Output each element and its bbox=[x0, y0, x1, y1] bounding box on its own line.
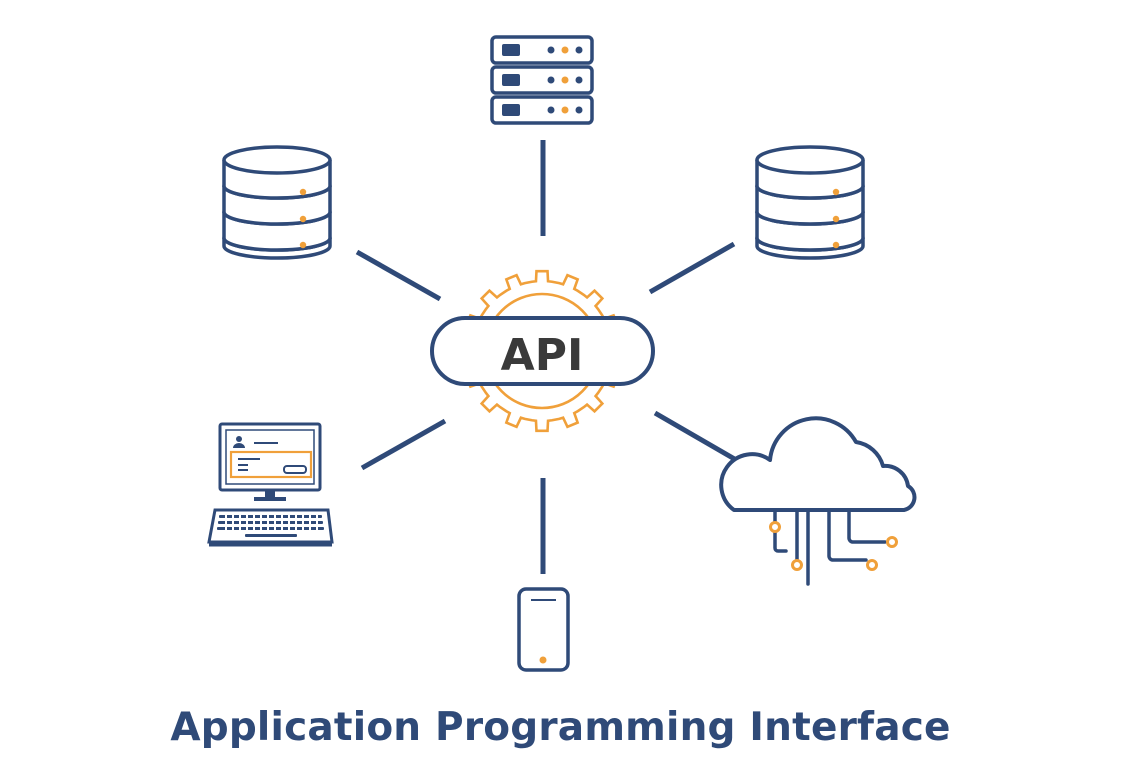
connector-desktop-computer bbox=[360, 418, 447, 471]
database-icon bbox=[755, 145, 865, 260]
connector-cloud bbox=[653, 410, 740, 464]
connector-lines bbox=[355, 140, 740, 574]
mobile-phone-icon bbox=[517, 587, 570, 672]
api-label: API bbox=[501, 330, 584, 381]
server-rack-icon bbox=[490, 35, 594, 125]
api-hub: API bbox=[430, 269, 655, 433]
database-icon bbox=[222, 145, 332, 260]
api-pill bbox=[430, 316, 655, 386]
cloud-network-icon bbox=[719, 416, 917, 586]
connector-database-left bbox=[355, 249, 442, 302]
desktop-computer-icon bbox=[207, 422, 334, 547]
connector-database-right bbox=[648, 241, 736, 295]
diagram-caption: Application Programming Interface bbox=[170, 705, 951, 750]
